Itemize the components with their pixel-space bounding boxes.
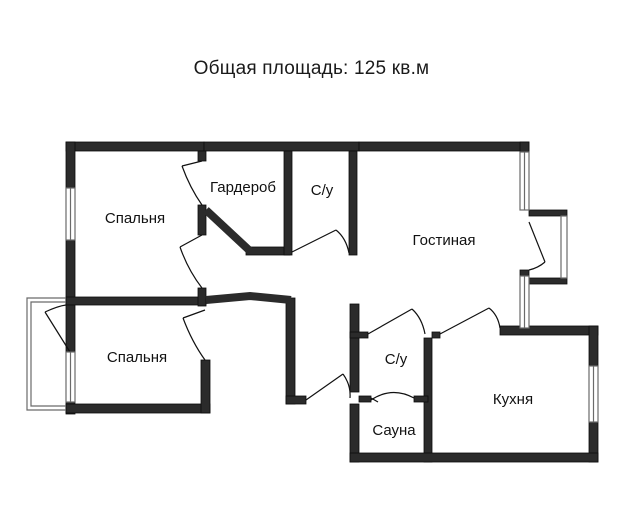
- door-left-balcony-arc: [44, 304, 67, 313]
- wall-wardrobe-angle: [203, 207, 253, 254]
- door-bedroom-top-leaf: [181, 160, 203, 167]
- wall-bath-right: [348, 150, 358, 256]
- label-bedroom-bottom: Спальня: [107, 349, 167, 366]
- wall-bath-low-left: [349, 303, 360, 393]
- wall-partition-upper: [197, 150, 207, 162]
- label-sauna: Сауна: [372, 422, 416, 439]
- wall-kitchen-top-right: [499, 325, 599, 336]
- label-bathroom-top: С/у: [311, 182, 334, 199]
- door-bath-low-leaf: [367, 308, 413, 335]
- label-wardrobe: Гардероб: [210, 179, 276, 196]
- room-labels: Спальня Гардероб С/у Гостиная Спальня С/…: [105, 179, 533, 439]
- wall-top-right: [358, 141, 530, 152]
- total-area-title: Общая площадь: 125 кв.м: [193, 58, 430, 79]
- wall-bath-low-top: [349, 331, 369, 339]
- balcony-left-outline: [26, 297, 66, 411]
- wall-bedroom-bottom-right: [200, 359, 211, 414]
- wall-bedroom-bottom-floor: [65, 403, 211, 414]
- wall-kitchen-right-top: [588, 325, 599, 367]
- door-bedroom-top-arc: [181, 165, 203, 206]
- label-living-room: Гостиная: [413, 232, 476, 249]
- wall-corridor-right: [285, 297, 296, 405]
- door-bath-low-arc: [411, 308, 426, 335]
- door-bath-top-arc: [335, 229, 350, 254]
- door-sauna-arc: [370, 391, 415, 401]
- balcony-left-inner: [30, 301, 66, 407]
- label-kitchen: Кухня: [493, 391, 533, 408]
- door-bedroom-mid-arc: [179, 246, 203, 289]
- wall-top-mid: [203, 141, 360, 152]
- door-bedroom-low-arc: [182, 317, 206, 361]
- door-left-balcony-leaf: [44, 311, 71, 353]
- wall-balcony-top: [528, 209, 568, 217]
- wall-wardrobe-bath: [283, 150, 293, 256]
- wall-balcony-bottom: [528, 277, 568, 285]
- doors: [44, 160, 546, 403]
- wall-partition-mid: [197, 204, 207, 236]
- label-bathroom-bottom: С/у: [385, 351, 408, 368]
- wall-partition-low: [197, 287, 207, 307]
- wall-bath-sauna: [358, 395, 372, 403]
- angled-walls: [203, 207, 292, 304]
- door-balcony-arc: [528, 261, 546, 271]
- door-corridor-arc: [342, 373, 351, 399]
- wall-top-left: [65, 141, 205, 152]
- door-kitchen-leaf: [439, 307, 490, 335]
- window-balcony: [560, 215, 568, 279]
- label-bedroom-top: Спальня: [105, 210, 165, 227]
- wall-bedroom-bottom-top: [65, 296, 207, 306]
- wall-bedroom-bottom-left: [65, 304, 76, 353]
- windows: [26, 151, 599, 423]
- door-bedroom-low-leaf: [182, 309, 206, 319]
- wall-corridor-top: [205, 291, 292, 304]
- wall-left-top: [65, 141, 76, 189]
- wall-left-mid: [65, 239, 76, 305]
- door-balcony-leaf: [528, 221, 546, 263]
- door-kitchen-arc: [488, 307, 501, 329]
- door-corridor-leaf: [305, 373, 344, 401]
- door-bath-top-leaf: [291, 229, 337, 253]
- wall-bottom: [349, 452, 599, 463]
- wall-corridor-floor: [285, 395, 307, 405]
- door-bedroom-mid-leaf: [179, 234, 203, 248]
- wall-sauna-divider: [413, 395, 429, 403]
- wall-kitchen-top: [431, 331, 441, 339]
